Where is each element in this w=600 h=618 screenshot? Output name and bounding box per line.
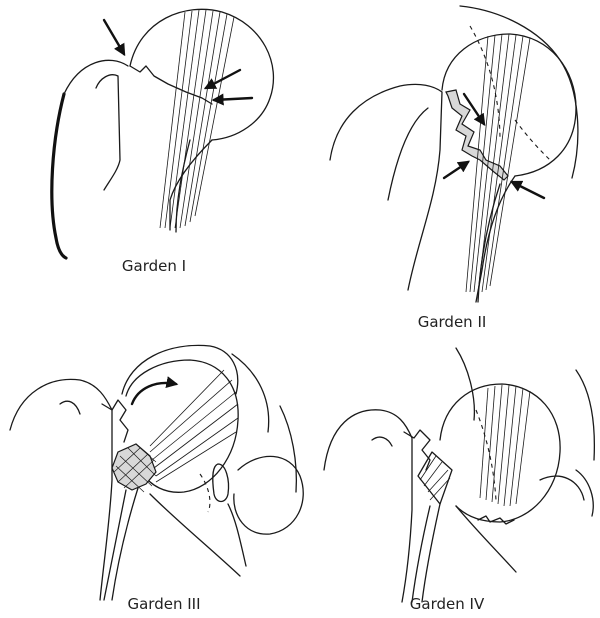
- femur-illustration-garden-3: [10, 345, 303, 600]
- panel-garden-2: Garden II: [330, 6, 578, 331]
- femur-illustration-garden-4: [324, 348, 594, 602]
- caption-garden-3: Garden III: [127, 595, 200, 613]
- panel-garden-4: Garden IV: [324, 348, 594, 613]
- caption-garden-1: Garden I: [122, 257, 186, 275]
- trabecular-lines-garden-3: [150, 370, 238, 482]
- panel-garden-1: Garden I: [52, 9, 274, 275]
- rotation-arrow-garden-3: [132, 383, 176, 404]
- femur-illustration-garden-1: [52, 9, 274, 258]
- femur-illustration-garden-2: [330, 6, 578, 302]
- caption-garden-4: Garden IV: [410, 595, 485, 613]
- trabecular-lines-garden-4: [480, 385, 530, 506]
- panel-garden-3: Garden III: [10, 345, 303, 613]
- neck-trabeculae-garden-4: [418, 452, 452, 504]
- trabecular-lines-garden-2: [466, 34, 530, 292]
- caption-garden-2: Garden II: [418, 313, 487, 331]
